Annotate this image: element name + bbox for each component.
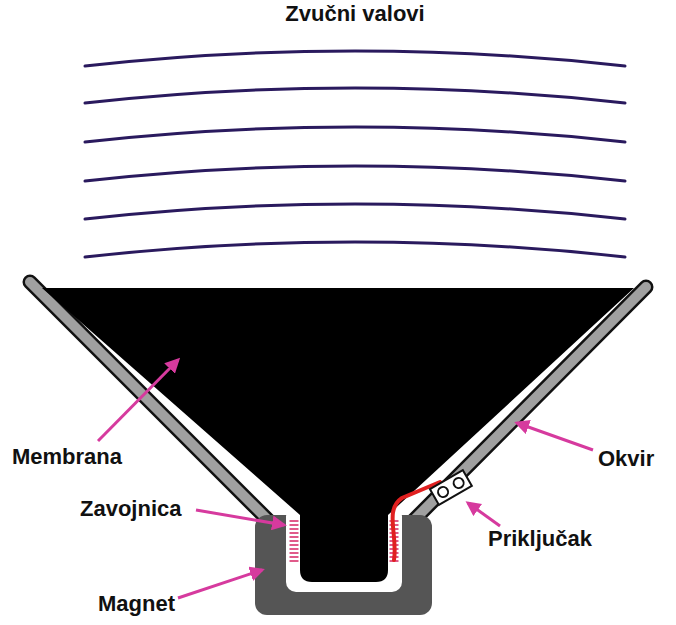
membrane-cone bbox=[42, 288, 634, 582]
part-label: Priključak bbox=[488, 527, 592, 551]
part-label: Zavojnica bbox=[80, 497, 181, 521]
part-label: Membrana bbox=[12, 445, 122, 469]
sound-waves bbox=[85, 51, 625, 257]
part-label: Magnet bbox=[98, 592, 175, 616]
part-label: Okvir bbox=[598, 447, 654, 471]
terminal bbox=[430, 470, 472, 505]
figure-title: Zvučni valovi bbox=[285, 2, 424, 26]
leader-arrows bbox=[98, 360, 593, 598]
coil bbox=[294, 520, 394, 562]
